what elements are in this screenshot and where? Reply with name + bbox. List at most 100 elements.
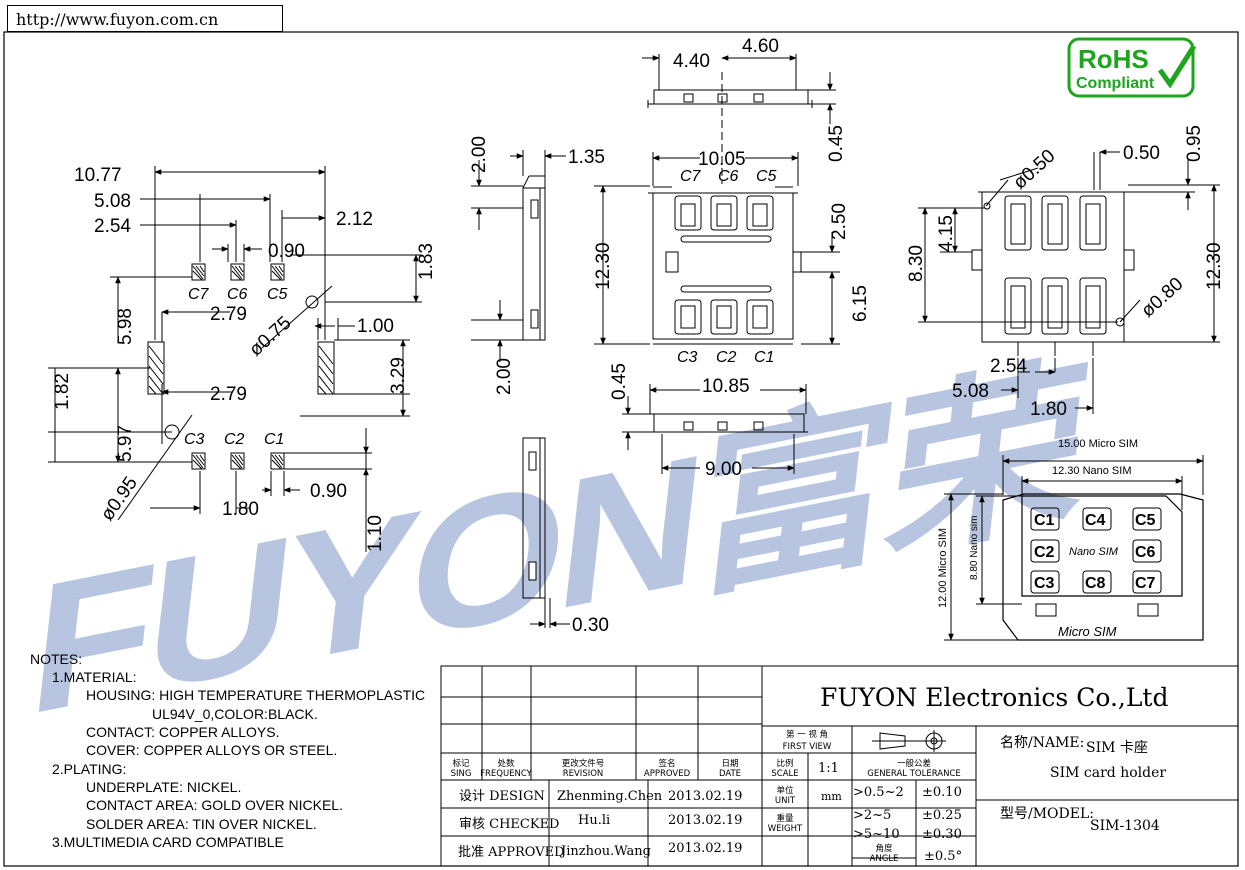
svg-text:C5: C5 [756, 168, 777, 185]
title-block-text: FUYON Electronics Co.,Ltd 标记 SING 处数 FRE… [451, 683, 1169, 864]
svg-text:C2: C2 [716, 349, 737, 366]
svg-text:5.08: 5.08 [94, 191, 131, 212]
svg-text:C2: C2 [224, 431, 245, 448]
svg-text:SOLDER AREA: TIN OVER NICKEL.: SOLDER AREA: TIN OVER NICKEL. [86, 816, 317, 832]
svg-text:C7: C7 [680, 168, 702, 185]
svg-text:角度: 角度 [875, 843, 893, 854]
svg-text:10.05: 10.05 [698, 149, 746, 170]
sim-card-diagram [944, 455, 1204, 641]
svg-text:±0.30: ±0.30 [922, 827, 962, 842]
svg-text:1.35: 1.35 [568, 147, 605, 168]
svg-text:SCALE: SCALE [771, 769, 798, 779]
svg-text:±0.10: ±0.10 [922, 785, 962, 800]
svg-text:C6: C6 [1135, 544, 1156, 561]
svg-text:FIRST VIEW: FIRST VIEW [783, 742, 832, 752]
svg-text:ANGLE: ANGLE [870, 854, 899, 864]
svg-text:>0.5~2: >0.5~2 [853, 785, 904, 800]
svg-text:C7: C7 [188, 286, 210, 303]
svg-text:±0.5°: ±0.5° [924, 849, 962, 864]
svg-text:3.29: 3.29 [388, 357, 409, 394]
svg-text:1.00: 1.00 [357, 316, 394, 337]
svg-text:Micro SIM: Micro SIM [1058, 624, 1117, 639]
side-view-labels: 2.00 1.35 2.00 [469, 136, 605, 395]
side-view [471, 150, 566, 362]
svg-text:SIM-1304: SIM-1304 [1090, 818, 1160, 834]
svg-text:0.95: 0.95 [1184, 125, 1205, 162]
svg-text:SING: SING [451, 769, 472, 779]
notes-block: NOTES: 1.MATERIAL: HOUSING: HIGH TEMPERA… [30, 651, 425, 850]
svg-text:WEIGHT: WEIGHT [768, 824, 803, 834]
svg-text:重量: 重量 [776, 813, 794, 824]
svg-text:GENERAL TOLERANCE: GENERAL TOLERANCE [867, 769, 961, 779]
svg-text:日期: 日期 [721, 759, 738, 769]
svg-text:10.77: 10.77 [74, 165, 122, 186]
svg-text:0.45: 0.45 [609, 363, 630, 400]
svg-text:UL94V_0,COLOR:BLACK.: UL94V_0,COLOR:BLACK. [152, 706, 318, 722]
svg-text:审核 CHECKED: 审核 CHECKED [459, 817, 559, 832]
svg-text:Compliant: Compliant [1076, 75, 1155, 92]
svg-text:ø0.95: ø0.95 [97, 473, 142, 525]
svg-text:C8: C8 [1085, 575, 1106, 592]
top-profile-view [642, 54, 836, 184]
svg-text:APPROVED: APPROVED [644, 769, 691, 779]
svg-text:更改文件号: 更改文件号 [562, 758, 605, 769]
lower-side-view [522, 437, 570, 628]
svg-text:4.40: 4.40 [673, 51, 710, 72]
contacts-bottom [674, 299, 774, 335]
svg-text:1.83: 1.83 [416, 243, 437, 280]
svg-text:2.PLATING:: 2.PLATING: [52, 761, 126, 777]
svg-text:C5: C5 [1135, 512, 1156, 529]
svg-text:Zhenming.Chen: Zhenming.Chen [557, 789, 663, 804]
svg-text:REVISION: REVISION [563, 769, 604, 779]
svg-text:0.45: 0.45 [826, 125, 847, 162]
svg-text:1.80: 1.80 [1030, 399, 1067, 420]
rohs-logo: RoHS Compliant [1067, 37, 1197, 98]
svg-text:0.90: 0.90 [268, 241, 305, 262]
svg-text:设计 DESIGN: 设计 DESIGN [459, 789, 545, 804]
svg-text:SIM 卡座: SIM 卡座 [1086, 740, 1148, 756]
svg-text:0.90: 0.90 [310, 481, 347, 502]
svg-text:RoHS: RoHS [1078, 44, 1149, 74]
svg-text:C2: C2 [1034, 544, 1055, 561]
svg-text:2013.02.19: 2013.02.19 [668, 841, 742, 856]
svg-text:签名: 签名 [658, 758, 675, 769]
svg-text:C1: C1 [264, 431, 284, 448]
svg-text:15.00 Micro SIM: 15.00 Micro SIM [1058, 438, 1138, 450]
svg-text:12.30: 12.30 [593, 242, 614, 290]
svg-text:2.54: 2.54 [990, 356, 1027, 377]
svg-text:6.15: 6.15 [850, 285, 871, 322]
svg-text:2.54: 2.54 [94, 216, 131, 237]
svg-text:8.80 Nano sim: 8.80 Nano sim [969, 516, 980, 580]
svg-text:9.00: 9.00 [705, 459, 742, 480]
svg-text:2013.02.19: 2013.02.19 [668, 813, 742, 828]
svg-text:C5: C5 [267, 286, 288, 303]
svg-text:1.82: 1.82 [52, 373, 73, 410]
svg-text:UNIT: UNIT [775, 796, 796, 806]
locating-hole-095 [164, 424, 180, 440]
svg-text:CONTACT: COPPER ALLOYS.: CONTACT: COPPER ALLOYS. [86, 724, 279, 740]
svg-text:mm: mm [821, 790, 842, 803]
url-label: http://www.fuyon.com.cn [7, 5, 283, 32]
svg-text:2.79: 2.79 [210, 304, 247, 325]
title-block [440, 665, 1239, 867]
svg-text:DATE: DATE [719, 769, 741, 779]
svg-text:名称/NAME:: 名称/NAME: [1000, 735, 1084, 751]
svg-text:C6: C6 [227, 286, 248, 303]
svg-text:C4: C4 [1085, 512, 1106, 529]
svg-text:5.08: 5.08 [952, 381, 989, 402]
svg-text:2.12: 2.12 [336, 209, 373, 230]
svg-text:2.00: 2.00 [469, 136, 490, 173]
svg-text:批准 APPROVED: 批准 APPROVED [458, 845, 565, 860]
svg-text:第 一 视 角: 第 一 视 角 [786, 729, 828, 740]
sim-card-labels: 15.00 Micro SIM 12.30 Nano SIM 12.00 Mic… [937, 438, 1156, 639]
svg-text:FUYON Electronics Co.,Ltd: FUYON Electronics Co.,Ltd [820, 683, 1169, 712]
svg-text:标记: 标记 [452, 758, 470, 769]
svg-text:1.10: 1.10 [365, 515, 386, 552]
svg-text:一般公差: 一般公差 [897, 758, 931, 769]
dim-030: 0.30 [572, 615, 609, 636]
svg-text:10.85: 10.85 [702, 376, 750, 397]
svg-text:>5~10: >5~10 [853, 827, 900, 842]
bottom-profile-view [622, 384, 808, 474]
svg-text:0.50: 0.50 [1123, 143, 1160, 164]
svg-text:C3: C3 [1034, 575, 1055, 592]
